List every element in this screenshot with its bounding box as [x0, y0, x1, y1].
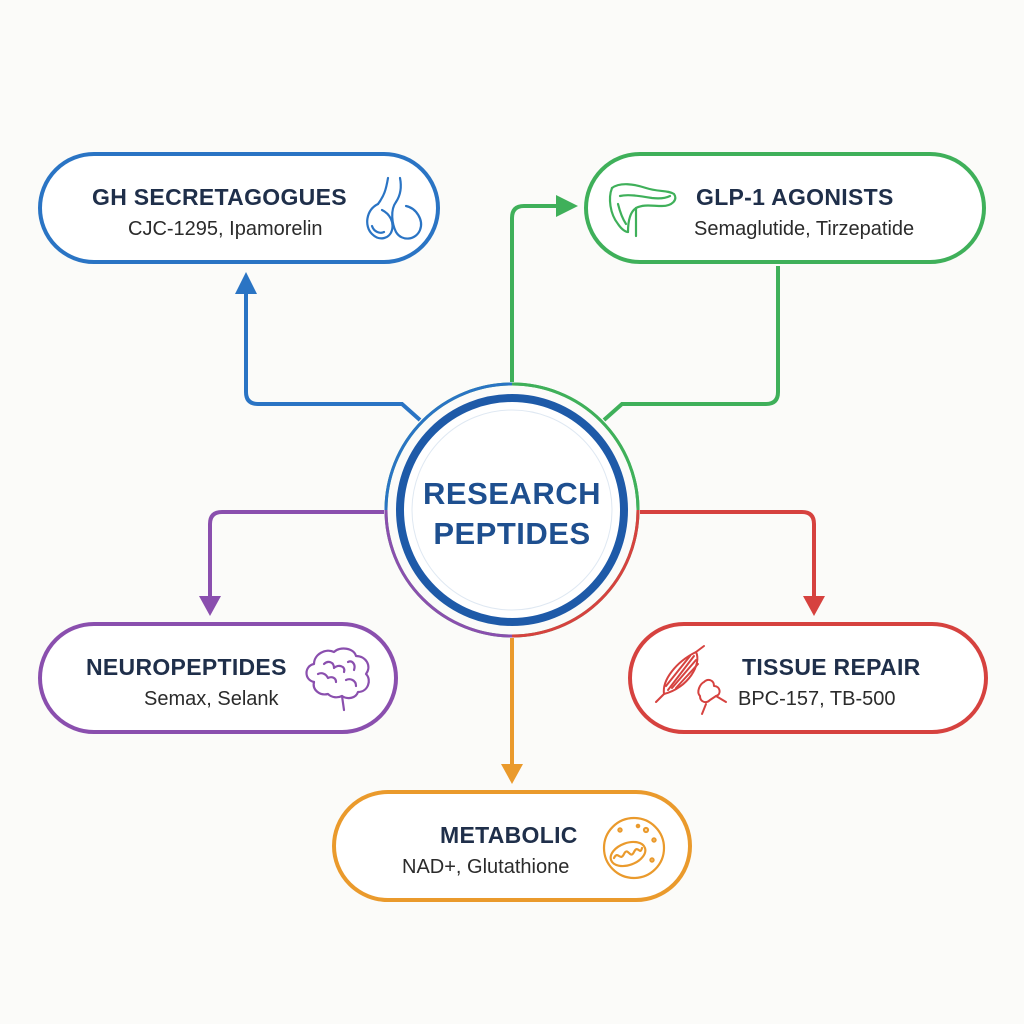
arrowhead-tissue [803, 596, 825, 616]
node-metabolic: METABOLIC NAD+, Glutathione [332, 790, 692, 902]
connector-glp1-arrow [510, 204, 560, 382]
cell-mitochondria-icon [602, 816, 666, 880]
node-gh-secretagogues: GH SECRETAGOGUES CJC-1295, Ipamorelin [38, 152, 440, 264]
muscle-joint-icon [655, 645, 727, 715]
arrowhead-metabolic [501, 764, 523, 784]
node-title: METABOLIC [440, 822, 578, 848]
node-glp1-agonists: GLP-1 AGONISTS Semaglutide, Tirzepatide [584, 152, 986, 264]
connector-tissue [640, 510, 816, 598]
arrowhead-gh [235, 272, 257, 294]
center-hub [384, 382, 640, 638]
brain-icon [305, 647, 370, 712]
node-examples: Semaglutide, Tirzepatide [694, 218, 915, 240]
connector-neuro [208, 510, 384, 598]
node-title: GLP-1 AGONISTS [696, 184, 894, 210]
center-title: RESEARCH PEPTIDES [412, 474, 612, 554]
node-title: NEUROPEPTIDES [86, 654, 287, 680]
node-title: GH SECRETAGOGUES [92, 184, 347, 210]
pituitary-gland-icon [366, 176, 423, 240]
node-tissue-repair: TISSUE REPAIR BPC-157, TB-500 [628, 622, 988, 734]
node-examples: CJC-1295, Ipamorelin [128, 218, 323, 240]
node-examples: BPC-157, TB-500 [738, 688, 896, 710]
connector-gh [244, 292, 422, 422]
connector-glp1-return [602, 266, 780, 422]
node-examples: Semax, Selank [144, 688, 279, 710]
center-title-line2: PEPTIDES [433, 516, 591, 551]
node-neuropeptides: NEUROPEPTIDES Semax, Selank [38, 622, 398, 734]
node-title: TISSUE REPAIR [742, 654, 921, 680]
pancreas-icon [608, 183, 677, 238]
center-title-line1: RESEARCH [423, 476, 601, 511]
arrowhead-neuro [199, 596, 221, 616]
node-examples: NAD+, Glutathione [402, 856, 570, 878]
arrowhead-glp1 [556, 195, 578, 217]
